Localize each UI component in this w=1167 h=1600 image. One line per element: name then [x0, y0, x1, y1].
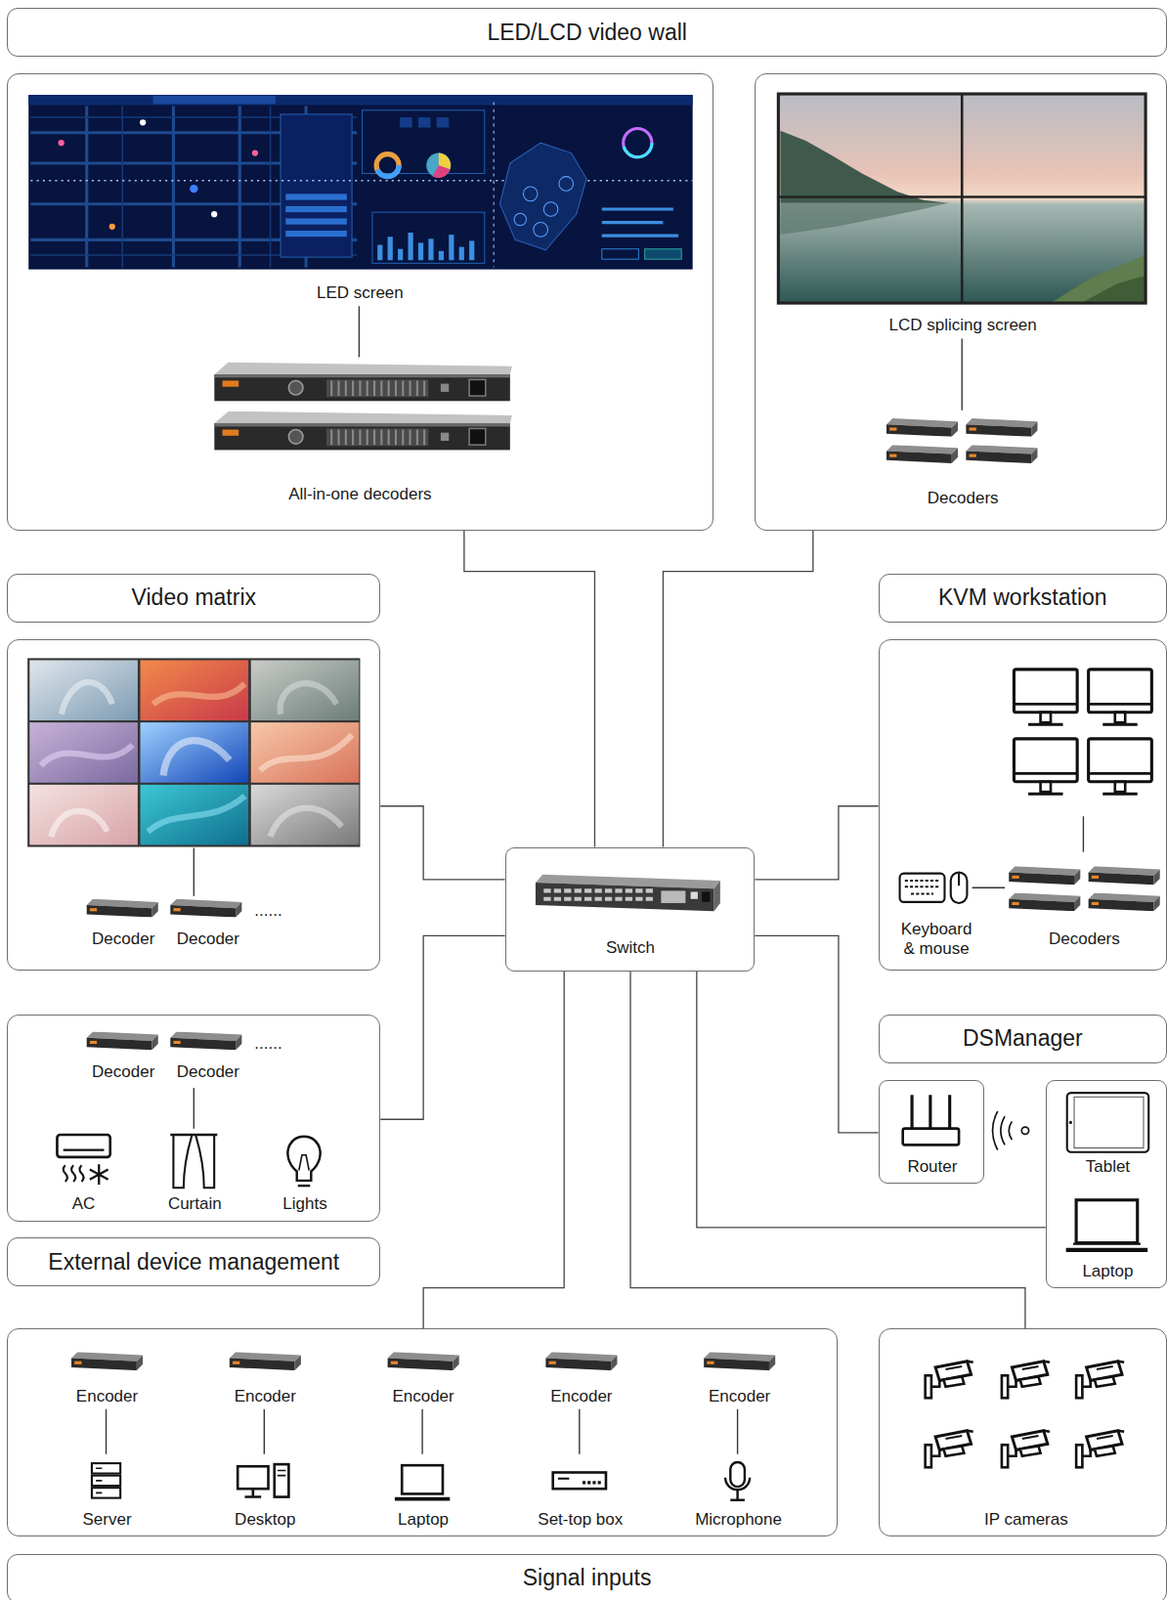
device-label: LED screen: [242, 283, 477, 303]
network-link: [380, 806, 505, 880]
device-label: Tablet: [1058, 1157, 1157, 1177]
device-label: Switch: [571, 938, 690, 958]
display-panel: LED screenAll-in-one decoders: [6, 73, 713, 531]
device-label: Decoder: [164, 929, 253, 950]
network-link: [696, 971, 1046, 1228]
switch-box: Switch: [505, 847, 756, 972]
network-link: [662, 530, 813, 848]
device-label: Curtain: [150, 1194, 239, 1214]
device-label: Microphone: [675, 1510, 803, 1530]
device-label: Decoder: [79, 1062, 168, 1082]
device-label: Encoder: [201, 1386, 329, 1407]
device-label: Encoder: [359, 1386, 487, 1407]
section-title: LED/LCD video wall: [486, 19, 688, 47]
kvm-panel: Keyboard & mouse Decoders: [878, 639, 1167, 971]
section-band: LED/LCD video wall: [6, 7, 1167, 57]
device-label: Encoder: [676, 1386, 804, 1407]
section-band: Signal inputs: [6, 1554, 1167, 1600]
network-link: [754, 935, 878, 1132]
encoder-panel: Encoder Encoder Encoder Encoder EncoderServe…: [6, 1328, 838, 1537]
device-label: ......: [248, 1034, 288, 1054]
device-label: Keyboard & mouse: [897, 919, 976, 960]
network-link: [380, 935, 505, 1120]
lcd-splicing-screen-picture: [778, 93, 1146, 464]
device-label: Server: [43, 1510, 172, 1530]
device-label: Decoders: [884, 488, 1041, 509]
section-band: Video matrix: [6, 573, 381, 623]
device-label: Lights: [265, 1194, 345, 1214]
switch-picture: [535, 874, 721, 912]
device-label: All-in-one decoders: [242, 484, 477, 505]
device-label: Set-top box: [517, 1510, 645, 1530]
device-label: IP cameras: [957, 1510, 1095, 1530]
video-matrix-picture: [27, 657, 360, 917]
signal-source-picture: [71, 1351, 776, 1500]
client-panel: TabletLaptop: [1045, 1080, 1167, 1289]
section-band: KVM workstation: [878, 573, 1167, 623]
matrix-panel: DecoderDecoder......: [6, 639, 381, 971]
device-label: LCD splicing screen: [845, 315, 1081, 336]
external-device-picture: [56, 1031, 320, 1188]
display-panel: LCD splicing screenDecoders: [754, 73, 1167, 531]
network-link: [464, 530, 596, 848]
ip-camera-picture: [925, 1361, 1125, 1469]
device-label: AC: [49, 1194, 119, 1214]
section-title: External device management: [47, 1249, 340, 1277]
device-label: Laptop: [359, 1510, 487, 1530]
device-label: Encoder: [518, 1386, 646, 1407]
section-title: Signal inputs: [522, 1564, 652, 1593]
device-label: Decoders: [1025, 929, 1143, 950]
device-label: Encoder: [43, 1386, 172, 1407]
network-link: [423, 971, 564, 1329]
camera-panel: IP cameras: [878, 1328, 1167, 1537]
section-title: DSManager: [962, 1025, 1083, 1053]
device-label: Desktop: [201, 1510, 329, 1530]
network-link: [754, 806, 878, 880]
network-link: [630, 971, 1026, 1329]
device-label: Laptop: [1058, 1261, 1157, 1282]
section-title: KVM workstation: [938, 584, 1108, 612]
device-panel: DecoderDecoder...... AC Curtain Lights: [6, 1014, 381, 1222]
device-label: Decoder: [79, 929, 168, 950]
section-title: Video matrix: [131, 584, 257, 612]
all-in-one-decoder-units: [214, 362, 513, 451]
device-label: Decoder: [164, 1062, 253, 1082]
device-label: ......: [248, 901, 288, 921]
led-screen-picture: [28, 94, 692, 357]
kvm-workstation-picture: [900, 669, 1161, 911]
section-band: DSManager: [878, 1014, 1167, 1064]
router-box: Router: [878, 1080, 986, 1184]
device-label: Router: [888, 1157, 977, 1177]
section-band: External device management: [6, 1237, 381, 1287]
